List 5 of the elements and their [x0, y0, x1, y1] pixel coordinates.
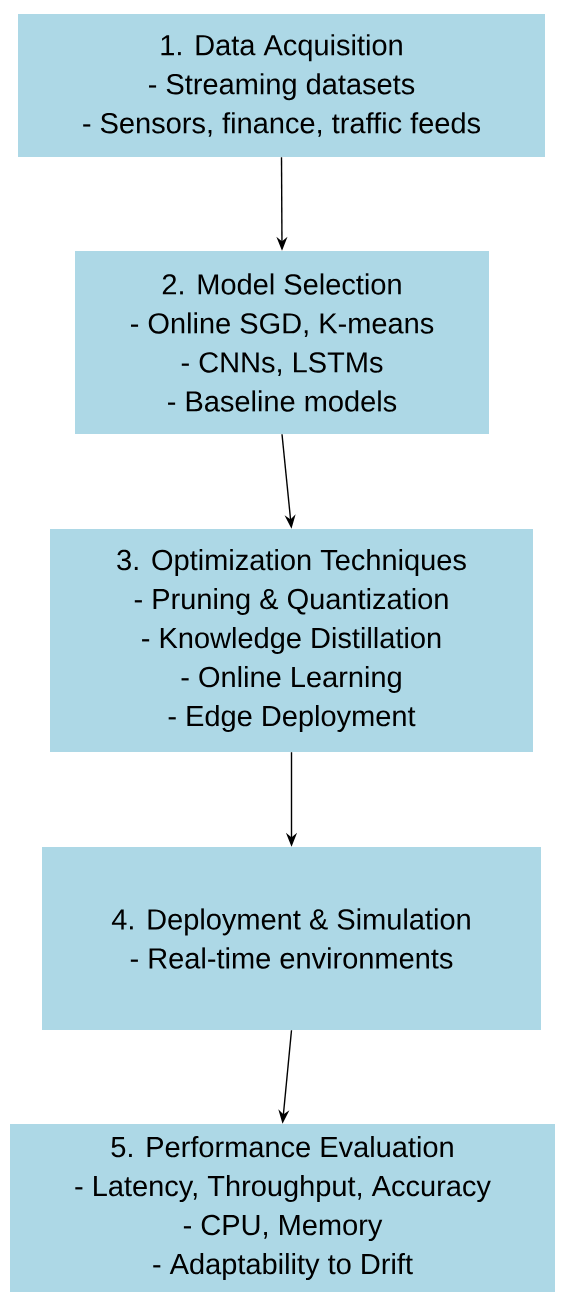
- process-box: 5. Performance Evaluation - Latency, Throughput, Accuracy - CPU, Memory - Adaptability to Drift: [10, 1124, 555, 1292]
- process-box: 3. Optimization Techniques - Pruning & Quantization - Knowledge Distillation - Online Learning - Edge Deployment: [50, 529, 533, 752]
- process-box: 2. Model Selection - Online SGD, K-means - CNNs, LSTMs - Baseline models: [75, 251, 489, 434]
- process-box: 4. Deployment & Simulation - Real-time environments: [42, 847, 541, 1030]
- process-box: 1. Data Acquisition - Streaming datasets - Sensors, finance, traffic feeds: [18, 14, 545, 157]
